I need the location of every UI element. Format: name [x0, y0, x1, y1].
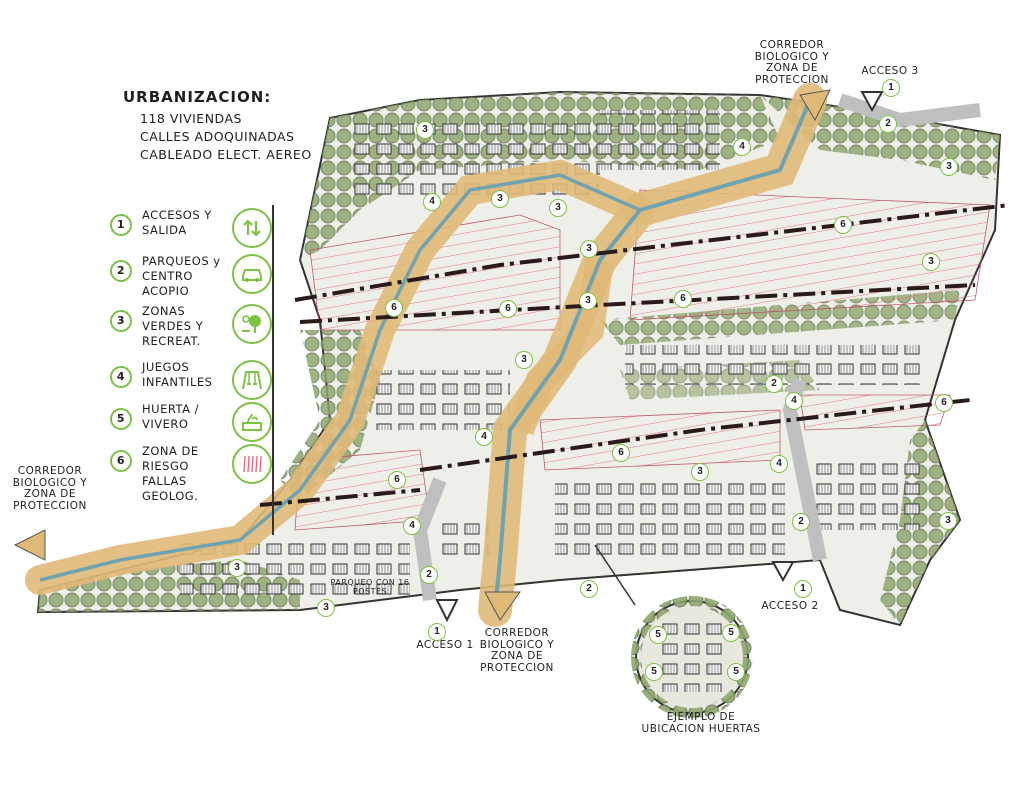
- map-marker: 5: [727, 663, 745, 681]
- corridor-label-left: CORREDOR BIOLOGICO Y ZONA DE PROTECCION: [12, 465, 88, 512]
- legend-number: 2: [110, 260, 132, 282]
- map-marker: 4: [733, 138, 751, 156]
- car-icon: [232, 254, 272, 294]
- garden-box-icon: [232, 402, 272, 442]
- map-marker: 3: [940, 158, 958, 176]
- swing-icon: [232, 360, 272, 400]
- legend-item-risk-zone: 6 ZONA DE RIESGO FALLAS GEOLOG.: [110, 444, 272, 504]
- legend-label: JUEGOS INFANTILES: [142, 360, 213, 389]
- legend-item-playground: 4 JUEGOS INFANTILES: [110, 360, 272, 404]
- map-marker: 6: [499, 300, 517, 318]
- risk-hatch-icon: [232, 444, 272, 484]
- map-marker: 4: [403, 517, 421, 535]
- park-tree-icon: [232, 304, 272, 344]
- map-marker: 3: [549, 199, 567, 217]
- map-marker: 3: [515, 351, 533, 369]
- parking-note-label: PARQUEO CON 16 POSTES: [330, 578, 410, 596]
- river: [493, 99, 812, 611]
- map-marker: 5: [645, 663, 663, 681]
- legend-label: HUERTA / VIVERO: [142, 402, 200, 431]
- map-marker: 4: [770, 455, 788, 473]
- access-2-label: ACCESO 2: [761, 600, 819, 612]
- map-marker: 6: [674, 290, 692, 308]
- legend-item-access: 1 ACCESOS Y SALIDA: [110, 208, 272, 252]
- map-marker: 3: [580, 240, 598, 258]
- map-marker: 1: [794, 580, 812, 598]
- page-title: URBANIZACION:: [123, 88, 272, 106]
- map-marker: 2: [420, 566, 438, 584]
- map-marker: 1: [428, 623, 446, 641]
- corridor-label-top: CORREDOR BIOLOGICO Y ZONA DE PROTECCION: [754, 39, 830, 86]
- huertas-example-label: EJEMPLO DE UBICACION HUERTAS: [641, 711, 761, 735]
- map-marker: 6: [612, 444, 630, 462]
- map-marker: 2: [580, 580, 598, 598]
- map-marker: 5: [722, 624, 740, 642]
- legend-item-garden: 5 HUERTA / VIVERO: [110, 402, 272, 446]
- legend-number: 5: [110, 408, 132, 430]
- map-marker: 2: [879, 115, 897, 133]
- legend-number: 4: [110, 366, 132, 388]
- map-marker: 4: [475, 428, 493, 446]
- legend-number: 6: [110, 450, 132, 472]
- map-marker: 3: [491, 190, 509, 208]
- legend-divider: [272, 205, 274, 535]
- map-marker: 3: [317, 599, 335, 617]
- map-marker: 6: [385, 299, 403, 317]
- legend-label: ZONAS VERDES Y RECREAT.: [142, 304, 204, 348]
- map-marker: 3: [228, 559, 246, 577]
- access-1-label: ACCESO 1: [416, 639, 474, 651]
- map-marker: 6: [935, 394, 953, 412]
- info-line-streets: CALLES ADOQUINADAS: [140, 129, 295, 144]
- legend-label: ACCESOS Y SALIDA: [142, 208, 212, 237]
- map-marker: 3: [939, 512, 957, 530]
- legend-label: ZONA DE RIESGO FALLAS GEOLOG.: [142, 444, 199, 503]
- info-line-cabling: CABLEADO ELECT. AEREO: [140, 147, 312, 162]
- legend-item-parking: 2 PARQUEOS y CENTRO ACOPIO: [110, 254, 272, 298]
- map-marker: 1: [882, 79, 900, 97]
- map-marker: 6: [388, 471, 406, 489]
- legend-number: 1: [110, 214, 132, 236]
- map-marker: 2: [765, 375, 783, 393]
- map-marker: 2: [792, 513, 810, 531]
- legend-label: PARQUEOS y CENTRO ACOPIO: [142, 254, 221, 298]
- map-marker: 3: [691, 463, 709, 481]
- map-marker: 3: [416, 121, 434, 139]
- map-marker: 4: [423, 193, 441, 211]
- legend-number: 3: [110, 310, 132, 332]
- map-marker: 3: [579, 292, 597, 310]
- arrows-up-down-icon: [232, 208, 272, 248]
- legend-item-green-zones: 3 ZONAS VERDES Y RECREAT.: [110, 304, 272, 348]
- info-line-houses: 118 VIVIENDAS: [140, 111, 242, 126]
- map-marker: 5: [649, 626, 667, 644]
- access-3-label: ACCESO 3: [861, 65, 919, 77]
- corridor-label-bottom: CORREDOR BIOLOGICO Y ZONA DE PROTECCION: [479, 627, 555, 674]
- map-marker: 4: [785, 392, 803, 410]
- map-marker: 3: [922, 253, 940, 271]
- map-marker: 6: [834, 216, 852, 234]
